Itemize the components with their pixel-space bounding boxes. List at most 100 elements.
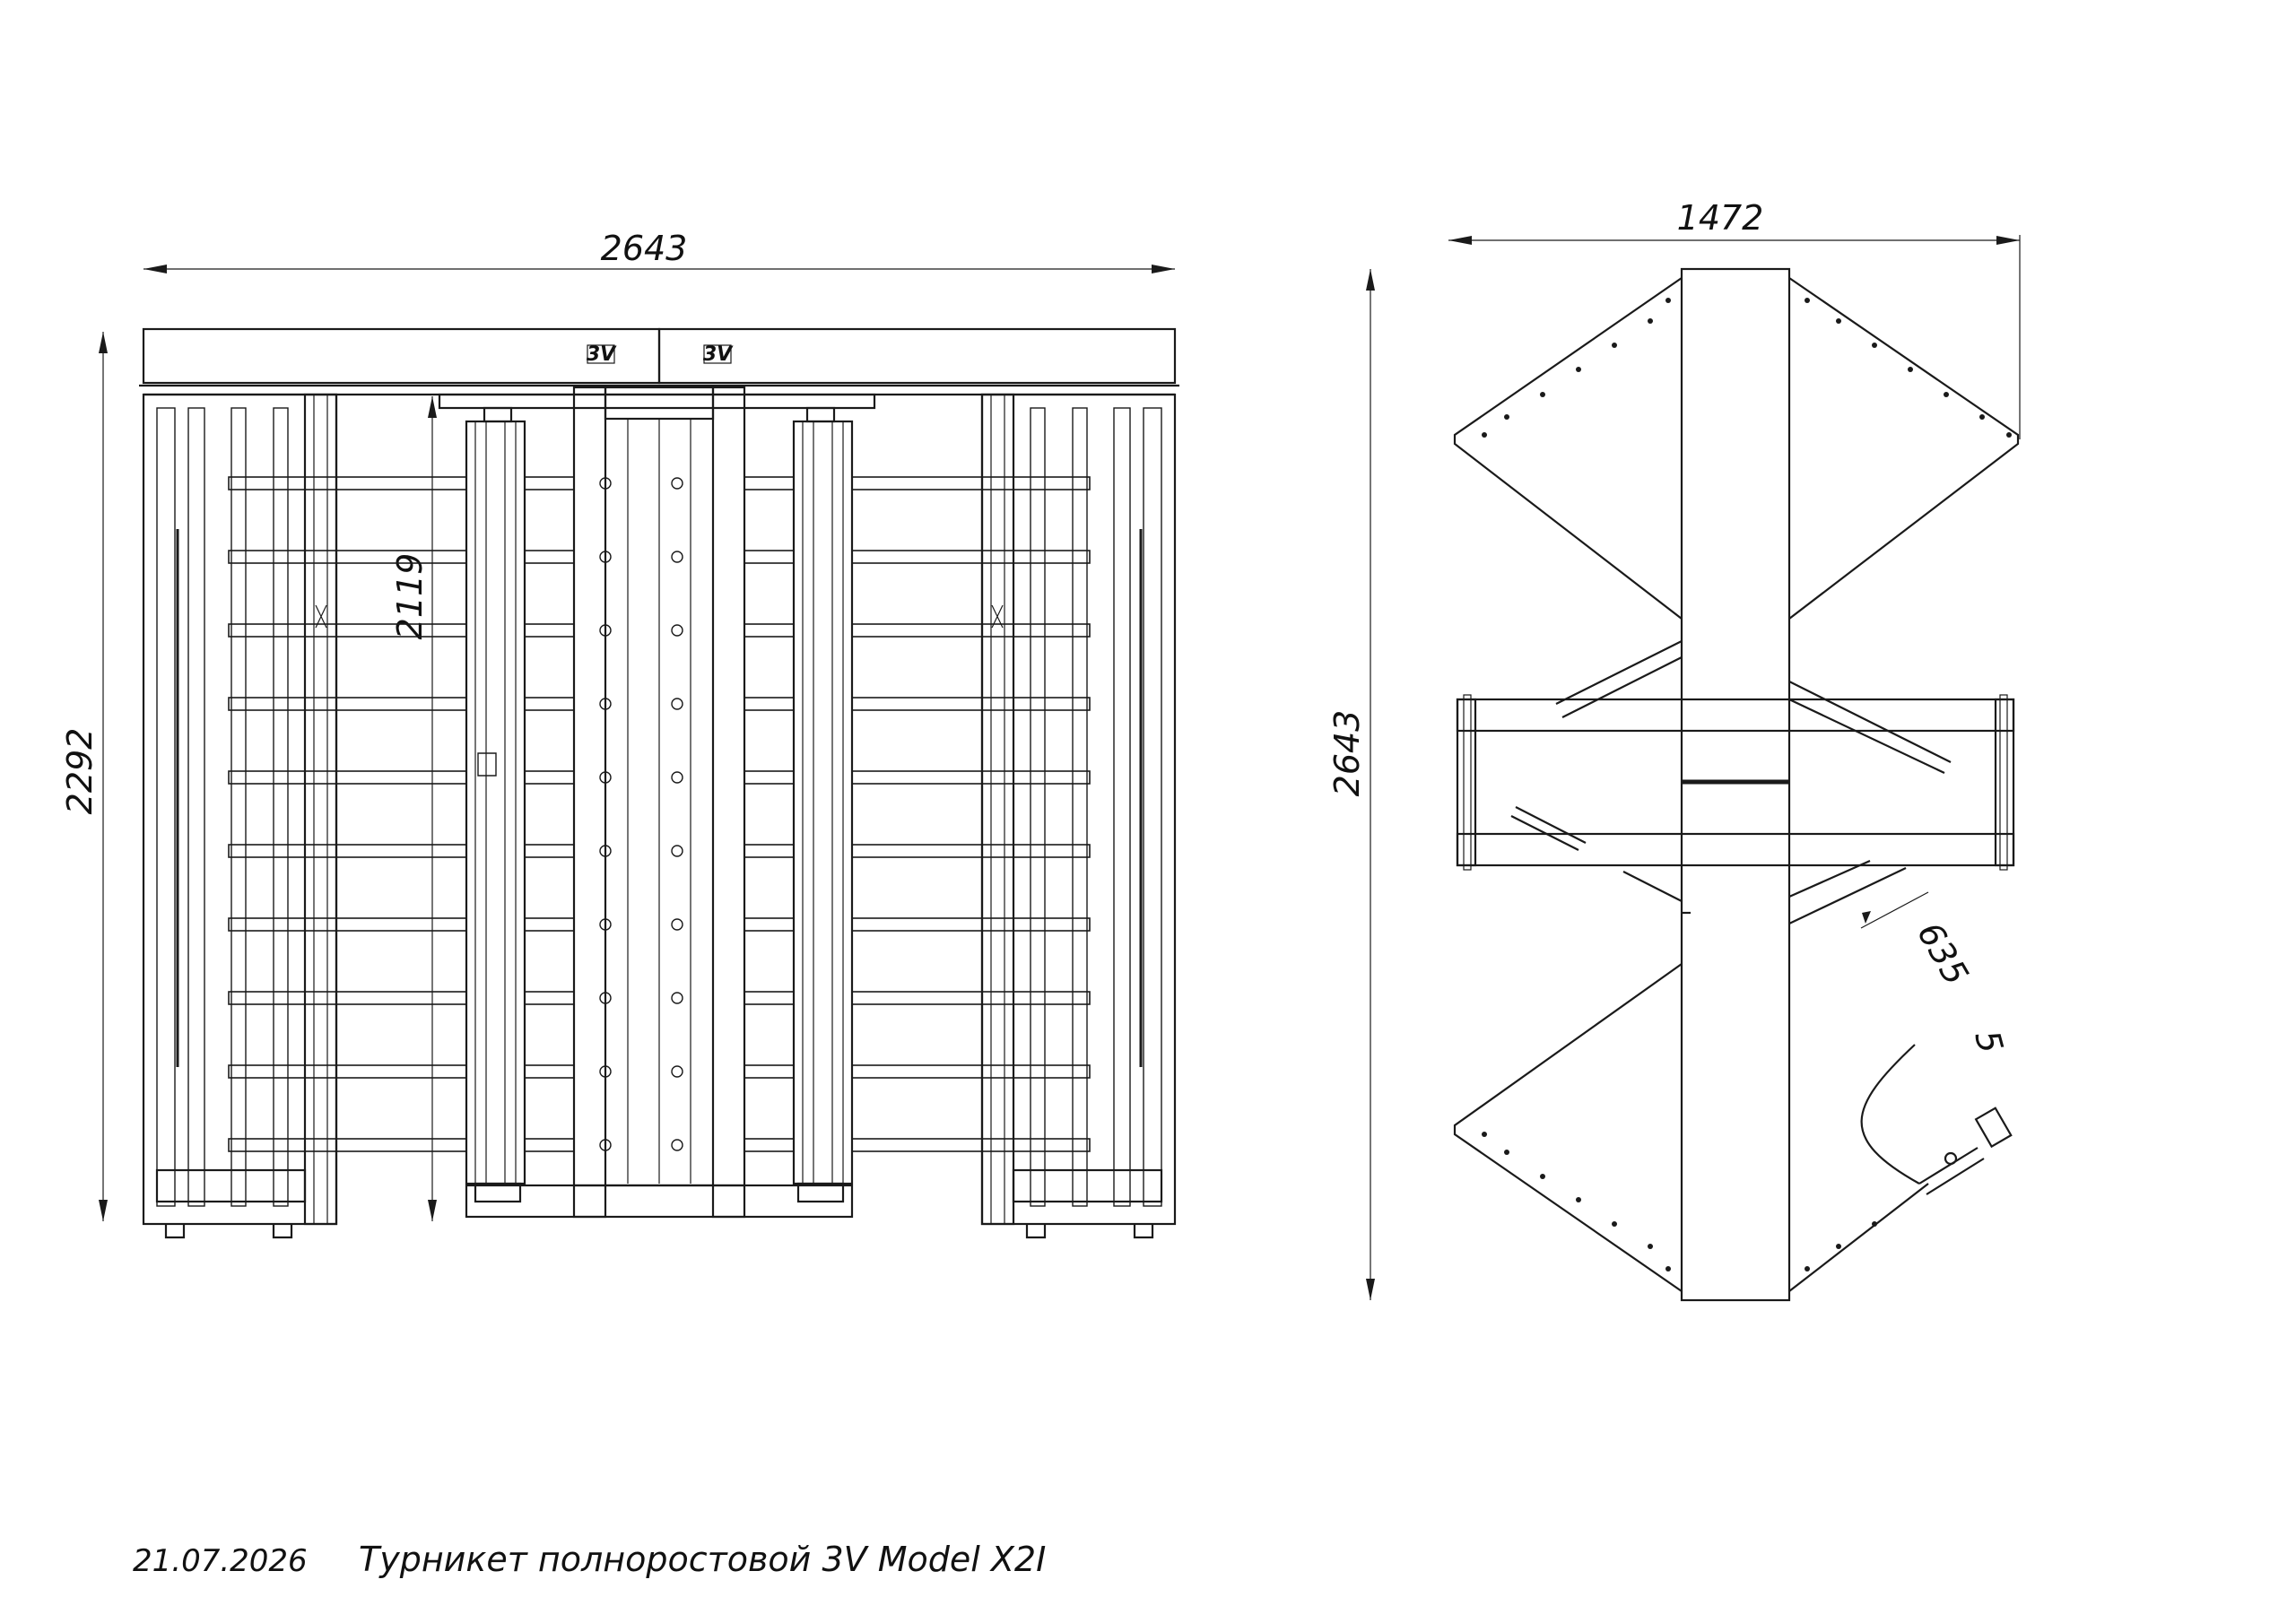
- bolt-hole: [1482, 1132, 1487, 1137]
- fence-bar-left: [228, 623, 467, 638]
- drawing-date: 21.07.2026: [133, 1543, 308, 1579]
- passage-height-label: 2119: [390, 553, 430, 640]
- top-fence-wings: [1453, 277, 2020, 1292]
- rotor-arm-right: [744, 697, 795, 711]
- bolt-hole: [1872, 343, 1877, 348]
- fence-bar-left: [228, 991, 467, 1005]
- bolt-hole: [1665, 298, 1671, 303]
- bolt-hole: [1482, 432, 1487, 438]
- bolt-hole: [1504, 414, 1509, 420]
- arm-bolt: [599, 551, 612, 563]
- rotor-sweep-arc: [1860, 1044, 1920, 1185]
- fence-bar-left: [228, 917, 467, 932]
- arm-bolt: [671, 845, 683, 857]
- bolt-hole: [1805, 1266, 1810, 1271]
- top-canopy-beam: [1680, 267, 1791, 1302]
- arm-bolt: [599, 1139, 612, 1151]
- arm-bolt: [671, 918, 683, 931]
- logo-left: 3V: [587, 343, 617, 366]
- dim-rotor-leader: [1860, 891, 1929, 929]
- arm-bolt: [671, 477, 683, 490]
- fence-bar-right: [851, 917, 1091, 932]
- fence-bar-left: [228, 476, 467, 490]
- arm-bolt: [599, 992, 612, 1004]
- bolt-hole: [1576, 1197, 1581, 1202]
- arm-bolt: [671, 992, 683, 1004]
- rotor-right-column: [792, 406, 854, 1203]
- rotor-arm-left: [524, 1138, 575, 1152]
- rotor-arm-right: [744, 991, 795, 1005]
- front-height-label: 2292: [60, 728, 100, 815]
- arm-bolt: [599, 771, 612, 784]
- fence-bar-right: [851, 697, 1091, 711]
- rotor-arm-right: [744, 623, 795, 638]
- fence-bar-right: [851, 770, 1091, 785]
- drawing-title: Турникет полноростовой 3V Model X2I: [359, 1540, 1046, 1579]
- rotor-arm-right: [744, 550, 795, 564]
- fence-bar-left: [228, 550, 467, 564]
- arm-bolt: [599, 1065, 612, 1078]
- arm-bolt: [671, 698, 683, 710]
- arm-bolt: [671, 624, 683, 637]
- top-side-frame: [1456, 694, 2015, 871]
- rotor-arm-left: [524, 623, 575, 638]
- top-view: 1472 2643: [1327, 198, 2021, 1302]
- arm-bolt: [671, 1139, 683, 1151]
- fence-bar-left: [228, 844, 467, 858]
- bolt-hole: [1612, 343, 1617, 348]
- arm-bolt: [671, 551, 683, 563]
- fence-bar-left: [228, 770, 467, 785]
- arm-bolt: [671, 1065, 683, 1078]
- small-gap-label: 5: [1967, 1026, 2011, 1057]
- rotor-arm-left: [524, 697, 575, 711]
- fence-bar-right: [851, 844, 1091, 858]
- bolt-hole: [1944, 392, 1949, 397]
- bolt-hole: [1612, 1221, 1617, 1227]
- top-rotor-arms: [1510, 640, 1952, 924]
- fence-bar-right: [851, 623, 1091, 638]
- rotor-arm-left: [524, 1064, 575, 1079]
- bolt-hole: [2006, 432, 2012, 438]
- dim-passage-height: [428, 396, 437, 1221]
- arm-bolt: [599, 698, 612, 710]
- wicket-handle: [1918, 1147, 1985, 1195]
- bolt-hole: [1836, 318, 1841, 324]
- fence-bar-right: [851, 1138, 1091, 1152]
- rotor-arm-right: [744, 476, 795, 490]
- rotor-radius-label: 635: [1909, 916, 1976, 992]
- wing-bolt-holes: [1482, 298, 2012, 1271]
- bolt-hole: [1576, 367, 1581, 372]
- right-fence: [980, 393, 1177, 1239]
- dim-front-height: [99, 332, 108, 1221]
- central-post: [438, 386, 876, 1219]
- rotor-arm-right: [744, 1138, 795, 1152]
- dim-top-depth: [1366, 269, 1375, 1300]
- rotor-left-column: [465, 406, 526, 1203]
- rotor-arm-right: [744, 844, 795, 858]
- dim-front-width: [144, 265, 1175, 273]
- dim-top-width: [1448, 235, 2021, 439]
- bolt-hole: [1872, 1221, 1877, 1227]
- arm-bolt: [671, 771, 683, 784]
- fence-bar-left: [228, 1064, 467, 1079]
- canopy-left: [142, 327, 661, 385]
- bolt-hole: [1540, 1174, 1545, 1179]
- rotor-arm-right: [744, 770, 795, 785]
- rotor-arm-left: [524, 550, 575, 564]
- top-width-label: 1472: [1677, 198, 1764, 238]
- rotor-arm-left: [524, 917, 575, 932]
- bolt-hole: [1648, 1244, 1653, 1249]
- front-view: 2643 2292 2119 3V 3V: [60, 229, 1179, 1239]
- bolt-hole: [1836, 1244, 1841, 1249]
- bolt-hole: [1908, 367, 1913, 372]
- left-fence: [142, 393, 338, 1239]
- fence-bar-right: [851, 1064, 1091, 1079]
- top-depth-label: 2643: [1327, 710, 1367, 797]
- bolt-hole: [1979, 414, 1985, 420]
- rotor-arm-right: [744, 1064, 795, 1079]
- arm-bolt: [599, 624, 612, 637]
- bolt-hole: [1504, 1150, 1509, 1155]
- fence-bar-left: [228, 697, 467, 711]
- fence-bar-right: [851, 476, 1091, 490]
